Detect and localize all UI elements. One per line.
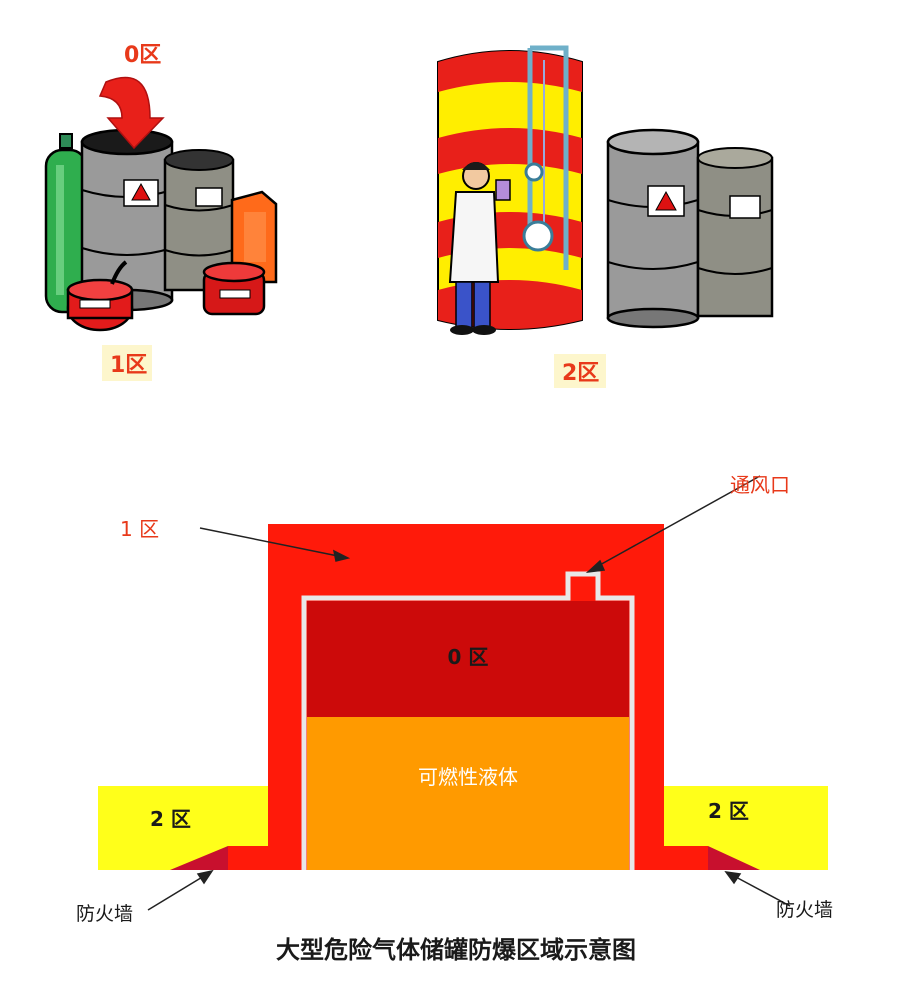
zone-two-top-label-bg <box>554 354 606 388</box>
diagram-caption: 大型危险气体储罐防爆区域示意图 <box>276 936 636 964</box>
tank-outline <box>301 571 635 870</box>
closed-drum-icon <box>163 149 235 292</box>
zone-zero-region <box>307 601 629 717</box>
zone-one-label: 1 区 <box>120 517 159 541</box>
firewall-right-label: 防火墙 <box>776 899 833 921</box>
red-fuel-can-icon-2 <box>202 261 266 316</box>
zone-two-left-label: 2 区 <box>150 807 191 831</box>
zone-zero-top-label: 0区 <box>124 43 161 68</box>
inspector-figure-icon <box>448 162 511 335</box>
firewall-left-label: 防火墙 <box>76 903 133 925</box>
zone-zero-arrow-icon <box>98 76 165 150</box>
leader-lines <box>147 475 791 911</box>
left-drum-group <box>44 76 278 332</box>
khaki-drum-icon <box>696 147 774 318</box>
vent-label: 通风口 <box>730 473 790 497</box>
liquid-label: 可燃性液体 <box>418 765 518 789</box>
zone-two-right-label: 2 区 <box>708 799 749 823</box>
grey-drum-icon <box>606 128 700 329</box>
zone-two-top-label: 2区 <box>562 361 599 386</box>
zone-one-top-label: 1区 <box>110 353 147 378</box>
jerry-can-icon <box>230 190 278 284</box>
red-fuel-can-icon <box>66 260 134 332</box>
zone-one-top-label-bg <box>102 345 152 381</box>
flammable-liquid-region <box>307 717 629 870</box>
tank-zone-diagram <box>98 524 828 870</box>
zone-zero-label: 0 区 <box>448 645 489 669</box>
